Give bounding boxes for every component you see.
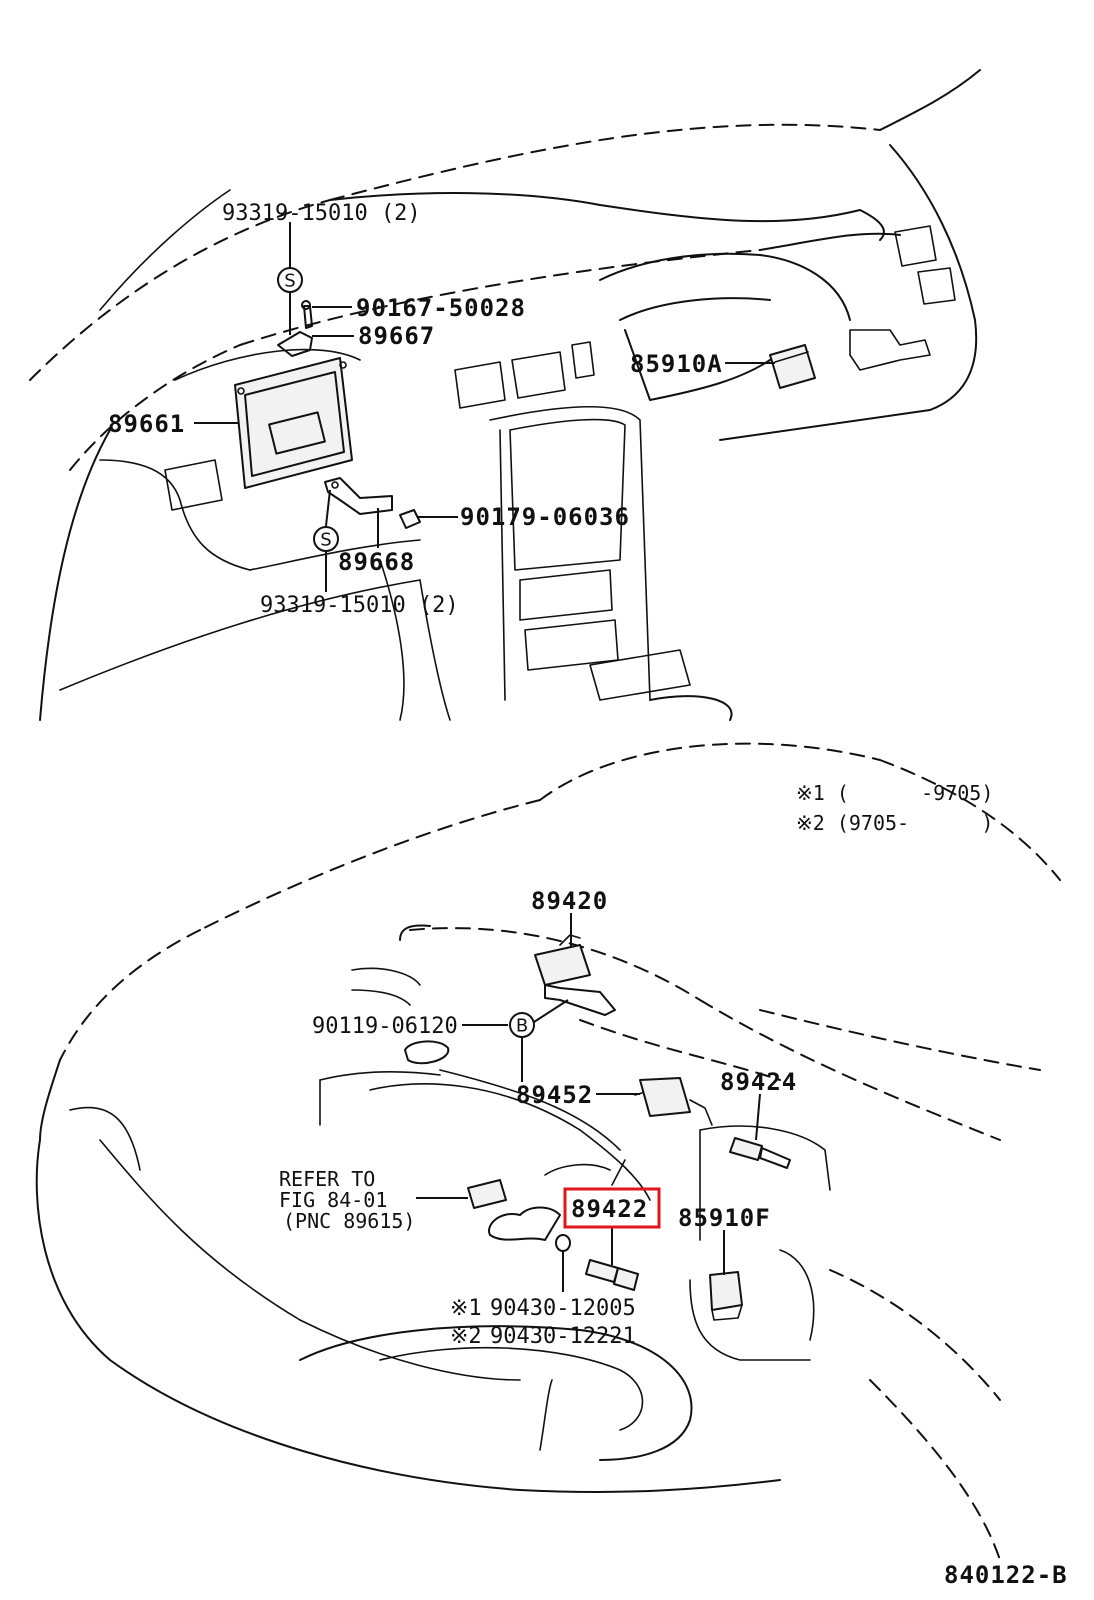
bracket-89668	[324, 477, 421, 529]
label-89420[interactable]: 89420	[531, 887, 608, 915]
label-89424[interactable]: 89424	[720, 1068, 797, 1096]
dashboard-outline	[29, 69, 981, 721]
mark-1: ※1	[450, 1296, 482, 1321]
label-90179[interactable]: 90179-06036	[460, 503, 630, 531]
symbol-b-circle	[509, 1012, 535, 1038]
label-85910a[interactable]: 85910A	[630, 350, 723, 378]
sensor-89422	[585, 1259, 639, 1291]
leaders-bottom	[416, 913, 761, 1292]
relay-85910f	[709, 1271, 743, 1321]
figure-code: 840122-B	[944, 1561, 1068, 1589]
label-90430-12221[interactable]: 90430-12221	[490, 1324, 636, 1349]
label-85910f[interactable]: 85910F	[678, 1204, 771, 1232]
symbol-b-letter: B	[516, 1016, 528, 1037]
symbol-s-bottom-letter: S	[320, 530, 331, 551]
sensor-89424	[729, 1137, 791, 1169]
symbol-s-top-letter: S	[284, 271, 295, 292]
label-90430-12005[interactable]: 90430-12005	[490, 1296, 636, 1321]
sensor-89615-ref	[467, 1179, 561, 1241]
label-89667[interactable]: 89667	[358, 322, 435, 350]
leaders-top	[194, 222, 775, 592]
bracket-89667	[277, 300, 313, 357]
legend-line-1: ※1 ( -9705)	[796, 781, 993, 805]
label-90167[interactable]: 90167-50028	[356, 294, 526, 322]
gasket-90430	[555, 1234, 571, 1252]
label-89422[interactable]: 89422	[571, 1195, 648, 1223]
mark-2: ※2	[450, 1324, 482, 1349]
label-89452[interactable]: 89452	[516, 1081, 593, 1109]
label-90119[interactable]: 90119-06120	[312, 1014, 458, 1039]
highlight-box-89422	[563, 1187, 661, 1229]
label-93319-bottom[interactable]: 93319-15010 (2)	[260, 593, 459, 618]
legend-line-2: ※2 (9705- )	[796, 811, 993, 835]
sensor-89452	[634, 1077, 713, 1126]
sensor-89420	[534, 934, 616, 1016]
relay-85910a	[769, 344, 816, 389]
refer-line-1: REFER TO	[279, 1167, 375, 1191]
label-89668[interactable]: 89668	[338, 548, 415, 576]
ecu-module-89661	[234, 357, 353, 489]
engine-bay-outline	[35, 742, 1061, 1561]
symbol-s-circle-bottom	[313, 526, 339, 552]
symbol-s-circle-top	[277, 267, 303, 293]
refer-line-2: FIG 84-01	[279, 1188, 387, 1212]
refer-line-3: (PNC 89615)	[283, 1209, 415, 1233]
label-89661[interactable]: 89661	[108, 410, 185, 438]
label-93319-top[interactable]: 93319-15010 (2)	[222, 201, 421, 226]
